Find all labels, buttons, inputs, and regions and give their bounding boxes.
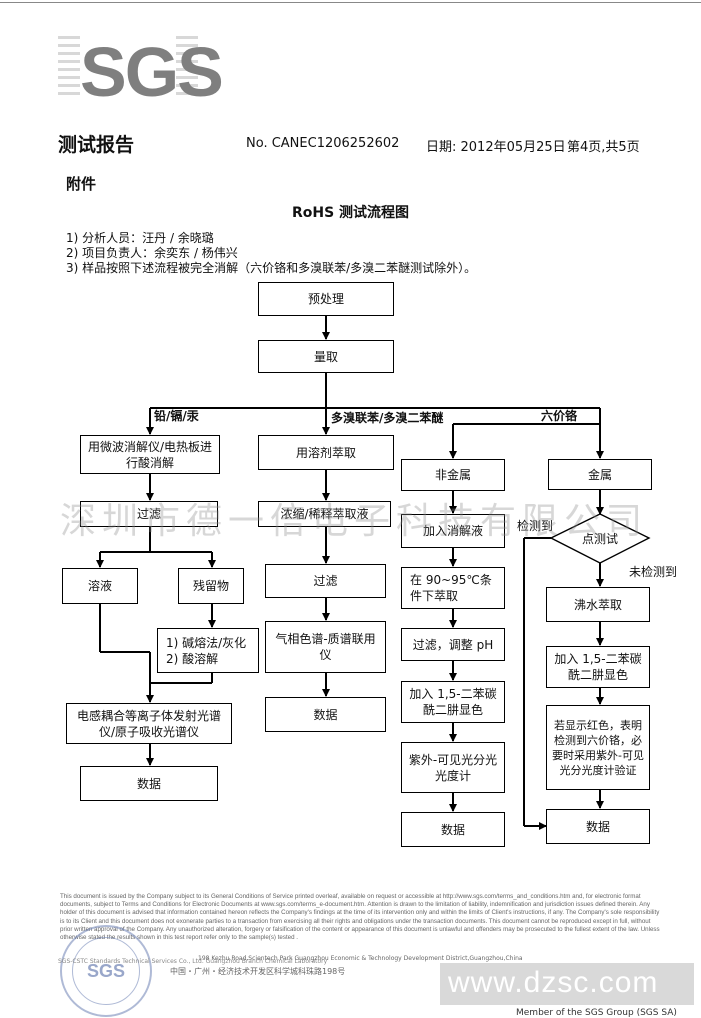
col1-residue-methods: 1) 碱熔法/灰化 2) 酸溶解 <box>157 628 259 673</box>
step-weigh: 量取 <box>258 340 394 373</box>
sgs-logo <box>58 36 198 100</box>
col1-filter: 过滤 <box>80 501 218 527</box>
site-banner <box>440 963 694 1005</box>
col3-filter-adjust-ph: 过滤，调整 pH <box>401 628 505 661</box>
sgs-stamp-text: SGS <box>72 937 140 1005</box>
col2-gcms: 气相色谱-质谱联用仪 <box>265 621 386 673</box>
flowchart-connectors <box>96 316 651 830</box>
branch-label-pbb-pbde: 多溴联苯/多溴二苯醚 <box>331 411 444 425</box>
col1-residue: 残留物 <box>178 568 244 604</box>
footer-member: Member of the SGS Group (SGS SA) <box>516 1008 677 1018</box>
step-pretreatment: 预处理 <box>258 282 394 316</box>
col4-spot-test: 点测试 <box>581 531 618 546</box>
report-number: No. CANEC1206252602 <box>246 136 400 151</box>
col1-residue-method-1: 1) 碱熔法/灰化 <box>166 635 247 650</box>
footer-disclaimer: This document is issued by the Company s… <box>60 893 660 942</box>
note-analysts: 1) 分析人员：汪丹 / 余晓璐 <box>66 231 214 245</box>
attachment-heading: 附件 <box>66 175 97 193</box>
col3-data: 数据 <box>401 812 505 847</box>
note-digestion: 3) 样品按照下述流程被完全消解（六价铬和多溴联苯/多溴二苯醚测试除外）。 <box>66 261 477 275</box>
note-project-lead: 2) 项目负责人：余奕东 / 杨伟兴 <box>66 246 238 260</box>
branch-label-pb-cd-hg: 铅/镉/汞 <box>154 409 199 423</box>
report-title: 测试报告 <box>58 134 135 156</box>
logo-text: SGS <box>80 33 224 111</box>
col4-detected-label: 检测到 <box>517 519 554 533</box>
footer-address-en: 198 Kezhu Road,Scientech Park Guangzhou … <box>198 955 523 962</box>
sgs-stamp: SGS <box>60 925 152 1017</box>
col1-residue-method-2: 2) 酸溶解 <box>166 651 219 666</box>
col4-verification: 若显示红色，表明检测到六价铬，必要时采用紫外-可见光分光度计验证 <box>546 705 650 790</box>
col3-uv-vis: 紫外-可见光分光光度计 <box>401 742 505 793</box>
col3-heated-extraction: 在 90~95℃条件下萃取 <box>401 567 505 609</box>
flowchart-title: RoHS 测试流程图 <box>291 205 410 221</box>
col1-icp-aas: 电感耦合等离子体发射光谱仪/原子吸收光谱仪 <box>66 703 232 744</box>
top-border-line <box>0 2 701 3</box>
col2-concentrate-dilute: 浓缩/稀释萃取液 <box>258 501 391 527</box>
page-number: 第4页,共5页 <box>567 140 640 155</box>
branch-label-cr6: 六价铬 <box>541 409 578 423</box>
footer-address-cn: 中国・广州・经济技术开发区科学城科珠路198号 <box>170 967 346 976</box>
col3-add-dpc: 加入 1,5-二苯碳酰二肼显色 <box>401 681 505 723</box>
col1-solution: 溶液 <box>62 568 138 604</box>
col2-filter: 过滤 <box>265 564 386 598</box>
spot-test-diamond <box>549 513 651 564</box>
footer-lab-name: SGS-CSTC Standards Technical Services Co… <box>58 958 328 965</box>
col4-not-detected-label: 未检测到 <box>629 565 678 579</box>
col2-solvent-extraction: 用溶剂萃取 <box>258 435 394 470</box>
col4-add-dpc: 加入 1,5-二苯碳酰二肼显色 <box>546 646 650 688</box>
col3-nonmetal: 非金属 <box>401 459 505 491</box>
logo-stripes-icon <box>58 36 198 95</box>
col1-acid-digestion: 用微波消解仪/电热板进行酸消解 <box>80 435 220 474</box>
col2-data: 数据 <box>265 697 386 732</box>
report-date: 日期: 2012年05月25日 <box>426 140 566 155</box>
col4-data: 数据 <box>546 809 650 844</box>
col3-add-digestion-solution: 加入消解液 <box>401 514 505 548</box>
site-banner-text: www.dzsc.com <box>448 966 659 999</box>
col4-boiling-water-extraction: 沸水萃取 <box>546 587 650 622</box>
col4-metal: 金属 <box>548 459 652 490</box>
col1-data: 数据 <box>80 766 218 801</box>
